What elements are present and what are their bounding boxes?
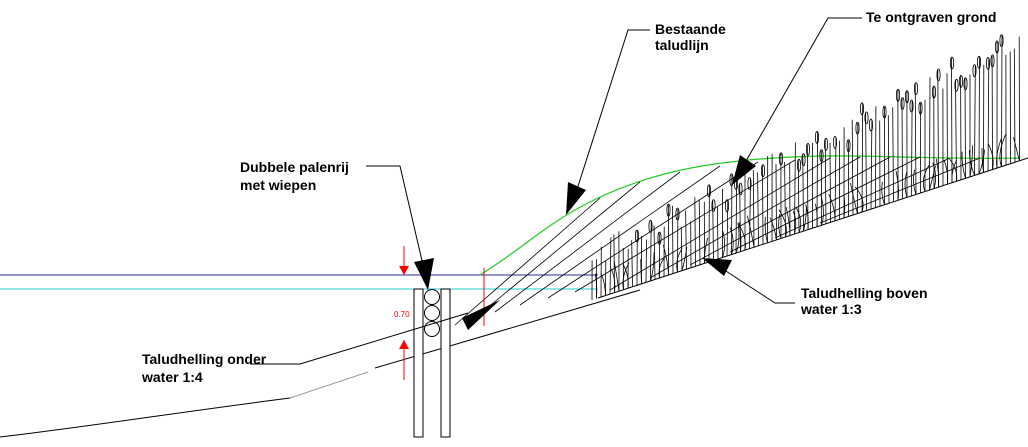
existing-slope-line <box>479 155 1021 276</box>
double-pile-row <box>413 288 451 438</box>
label-excavation: Te ontgraven grond <box>866 9 996 25</box>
label-slope-below: Taludhelling onder water 1:4 <box>141 351 270 385</box>
abovewater-slope-line <box>597 157 1028 299</box>
reed-vegetation <box>591 34 1020 301</box>
underwater-slope-line <box>0 397 291 438</box>
label-slope-above: Taludhelling boven water 1:3 <box>800 285 931 317</box>
water-depth-dimension <box>399 246 485 380</box>
fascine-bundle <box>424 289 440 305</box>
leader-slope-below <box>250 300 500 365</box>
leader-excavation <box>732 17 862 185</box>
leader-existing-slope <box>566 29 650 215</box>
label-pile-row: Dubbele palenrij met wiepen <box>240 159 353 193</box>
label-existing-slope: Bestaande taludlijn <box>655 21 730 53</box>
underwater-slope-dash <box>289 371 369 399</box>
depth-dimension-value: 0.70 <box>394 310 410 319</box>
leader-pile-row <box>366 165 434 290</box>
pile-right <box>440 288 451 438</box>
fascine-bundle <box>424 305 440 321</box>
leader-slope-above <box>702 258 795 304</box>
pile-left <box>413 288 424 438</box>
